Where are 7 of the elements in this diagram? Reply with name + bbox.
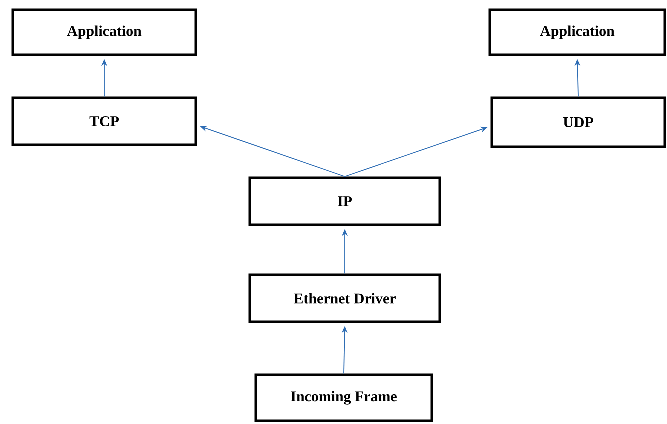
layer-box: UDP [490, 96, 666, 148]
layer-box: TCP [12, 96, 198, 146]
layer-box: IP [248, 176, 442, 226]
layer-box: Incoming Frame [254, 374, 434, 422]
layer-box: Ethernet Driver [248, 274, 442, 324]
layer-box: Application [488, 8, 666, 56]
layer-box: Application [12, 8, 198, 56]
